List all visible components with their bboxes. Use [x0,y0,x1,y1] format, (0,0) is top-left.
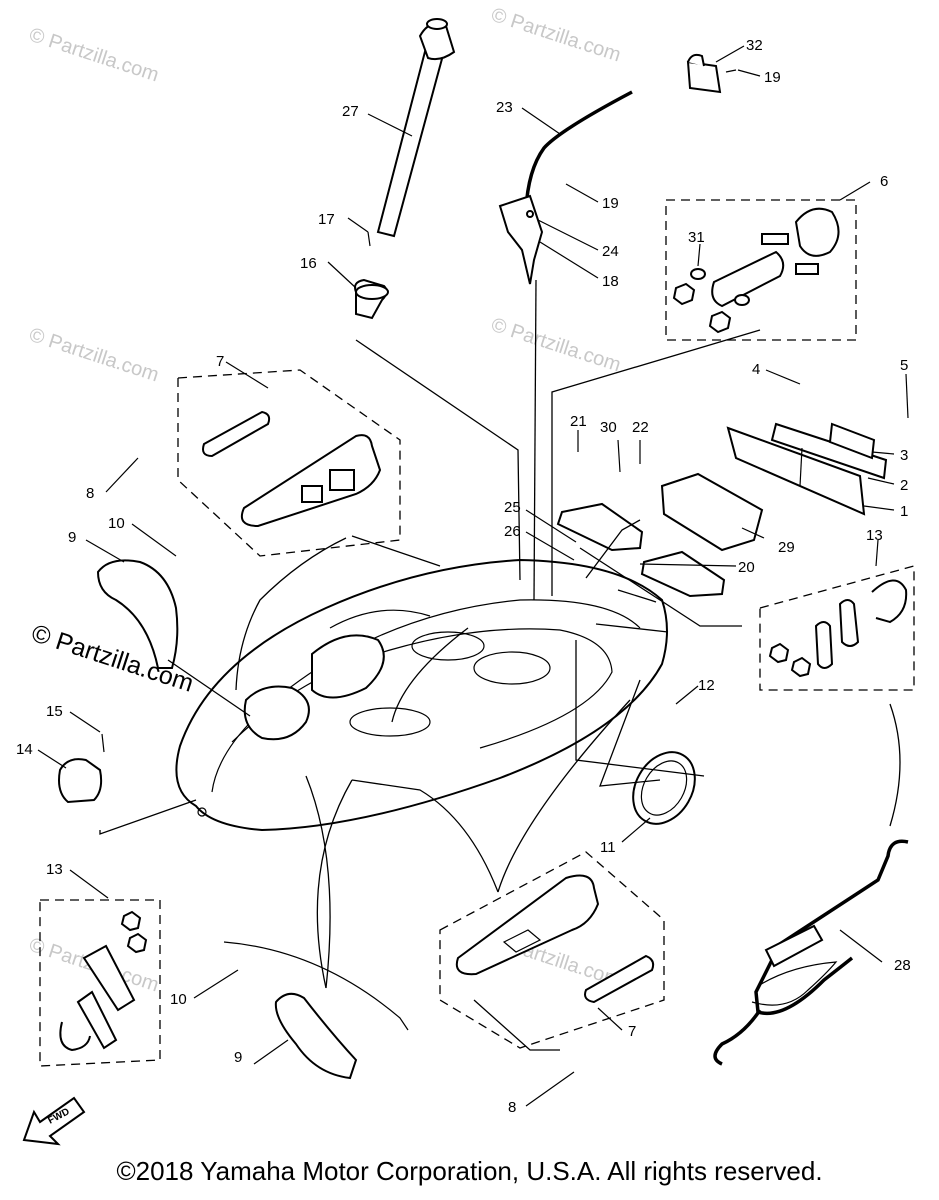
callout-31: 31 [688,229,705,246]
callout-26: 26 [504,523,521,540]
callout-32: 32 [746,37,763,54]
part-20-brackets [556,502,726,598]
watermark: © Partzilla.com [26,324,161,387]
callout-2: 2 [900,477,908,494]
callout-28: 28 [894,957,911,974]
callout-13: 13 [46,861,63,878]
part-7-bottom-assembly [439,851,665,1049]
callout-5: 5 [900,357,908,374]
callout-10: 10 [108,515,125,532]
callout-8: 8 [508,1099,516,1116]
leader-lines [37,45,909,1107]
callout-25: 25 [504,499,521,516]
callout-19: 19 [602,195,619,212]
part-23-cable [498,90,633,285]
part-27-pole [376,18,456,238]
callout-3: 3 [900,447,908,464]
callout-23: 23 [496,99,513,116]
part-9-shield-bottom [223,941,409,1080]
callout-9: 9 [234,1049,242,1066]
callout-14: 14 [16,741,33,758]
connector-lines [99,279,901,1051]
callout-1: 1 [900,503,908,520]
callout-19: 19 [764,69,781,86]
part-13-left-assembly [39,899,161,1067]
part-9-shield-top [96,559,179,669]
callout-8: 8 [86,485,94,502]
part-7-top-assembly [177,369,401,557]
callout-24: 24 [602,243,619,260]
callout-30: 30 [600,419,617,436]
callout-7: 7 [628,1023,636,1040]
callout-29: 29 [778,539,795,556]
part-14-cover [58,733,105,804]
part-1-5-rail [726,422,888,516]
part-13-right-assembly [759,565,915,691]
part-11-ring [632,751,696,825]
callout-4: 4 [752,361,760,378]
callout-22: 22 [632,419,649,436]
callout-20: 20 [738,559,755,576]
callout-9: 9 [68,529,76,546]
watermark: © Partzilla.com [26,24,161,87]
callout-6: 6 [880,173,888,190]
callout-16: 16 [300,255,317,272]
callout-21: 21 [570,413,587,430]
callout-10: 10 [170,991,187,1008]
part-6-assembly [665,199,857,341]
part-32-bracket [686,53,737,94]
callout-11: 11 [600,839,616,856]
part-16-socket [354,231,389,320]
callout-15: 15 [46,703,63,720]
callout-7: 7 [216,353,224,370]
watermark: © Partzilla.com [488,314,623,377]
part-28-strap [713,839,909,1066]
callout-27: 27 [342,103,359,120]
callout-18: 18 [602,273,619,290]
copyright-footer: ©2018 Yamaha Motor Corporation, U.S.A. A… [116,1156,823,1186]
fwd-arrow: FWD [22,1096,86,1146]
callout-17: 17 [318,211,335,228]
callout-labels: 32 19 27 23 19 6 17 24 31 16 18 7 4 5 21… [16,37,911,1116]
callout-13: 13 [866,527,883,544]
callout-12: 12 [698,677,715,694]
hull-body [175,558,668,832]
part-29-block [660,472,764,552]
watermark: © Partzilla.com [488,4,623,67]
